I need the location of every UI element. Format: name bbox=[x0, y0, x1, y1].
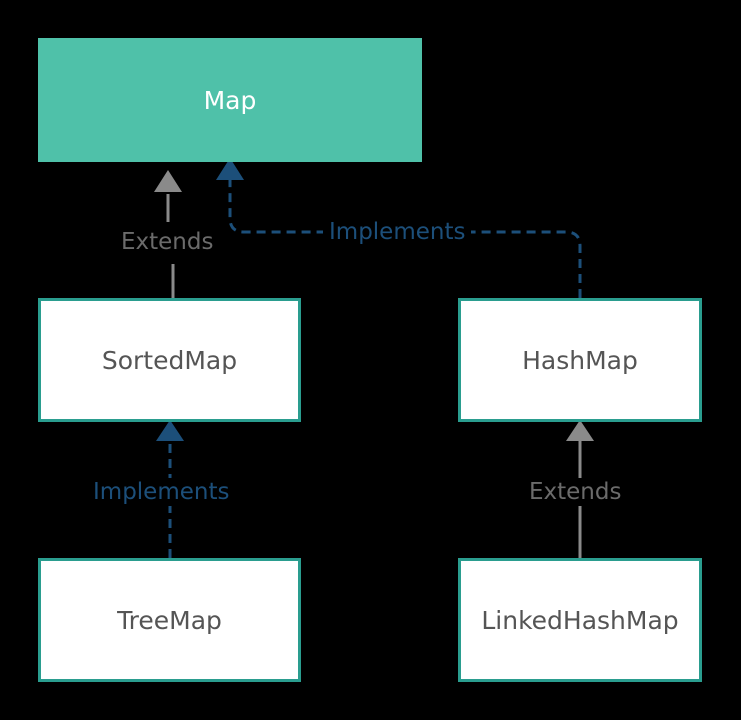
node-label: LinkedHashMap bbox=[481, 605, 679, 635]
edge-sortedmap-extends-map bbox=[154, 170, 182, 298]
node-hashmap: HashMap bbox=[458, 298, 702, 422]
edge-label-implements: Implements bbox=[87, 478, 236, 506]
node-treemap: TreeMap bbox=[38, 558, 301, 682]
edge-hashmap-implements-map bbox=[216, 158, 582, 298]
node-sortedmap: SortedMap bbox=[38, 298, 301, 422]
node-label: TreeMap bbox=[117, 605, 222, 635]
node-label: Map bbox=[203, 85, 257, 115]
arrowhead-icon bbox=[216, 158, 244, 180]
arrowhead-icon bbox=[566, 420, 594, 441]
node-linkedhashmap: LinkedHashMap bbox=[458, 558, 702, 682]
edge-label-extends: Extends bbox=[523, 478, 628, 506]
arrowhead-icon bbox=[154, 170, 182, 192]
node-label: SortedMap bbox=[101, 345, 238, 375]
edge-treemap-implements-sortedmap bbox=[156, 420, 184, 558]
node-label: HashMap bbox=[522, 345, 638, 375]
edge-label-extends: Extends bbox=[115, 228, 220, 256]
arrowhead-icon bbox=[156, 420, 184, 441]
node-map: Map bbox=[38, 38, 422, 162]
edge-label-implements: Implements bbox=[323, 218, 472, 246]
